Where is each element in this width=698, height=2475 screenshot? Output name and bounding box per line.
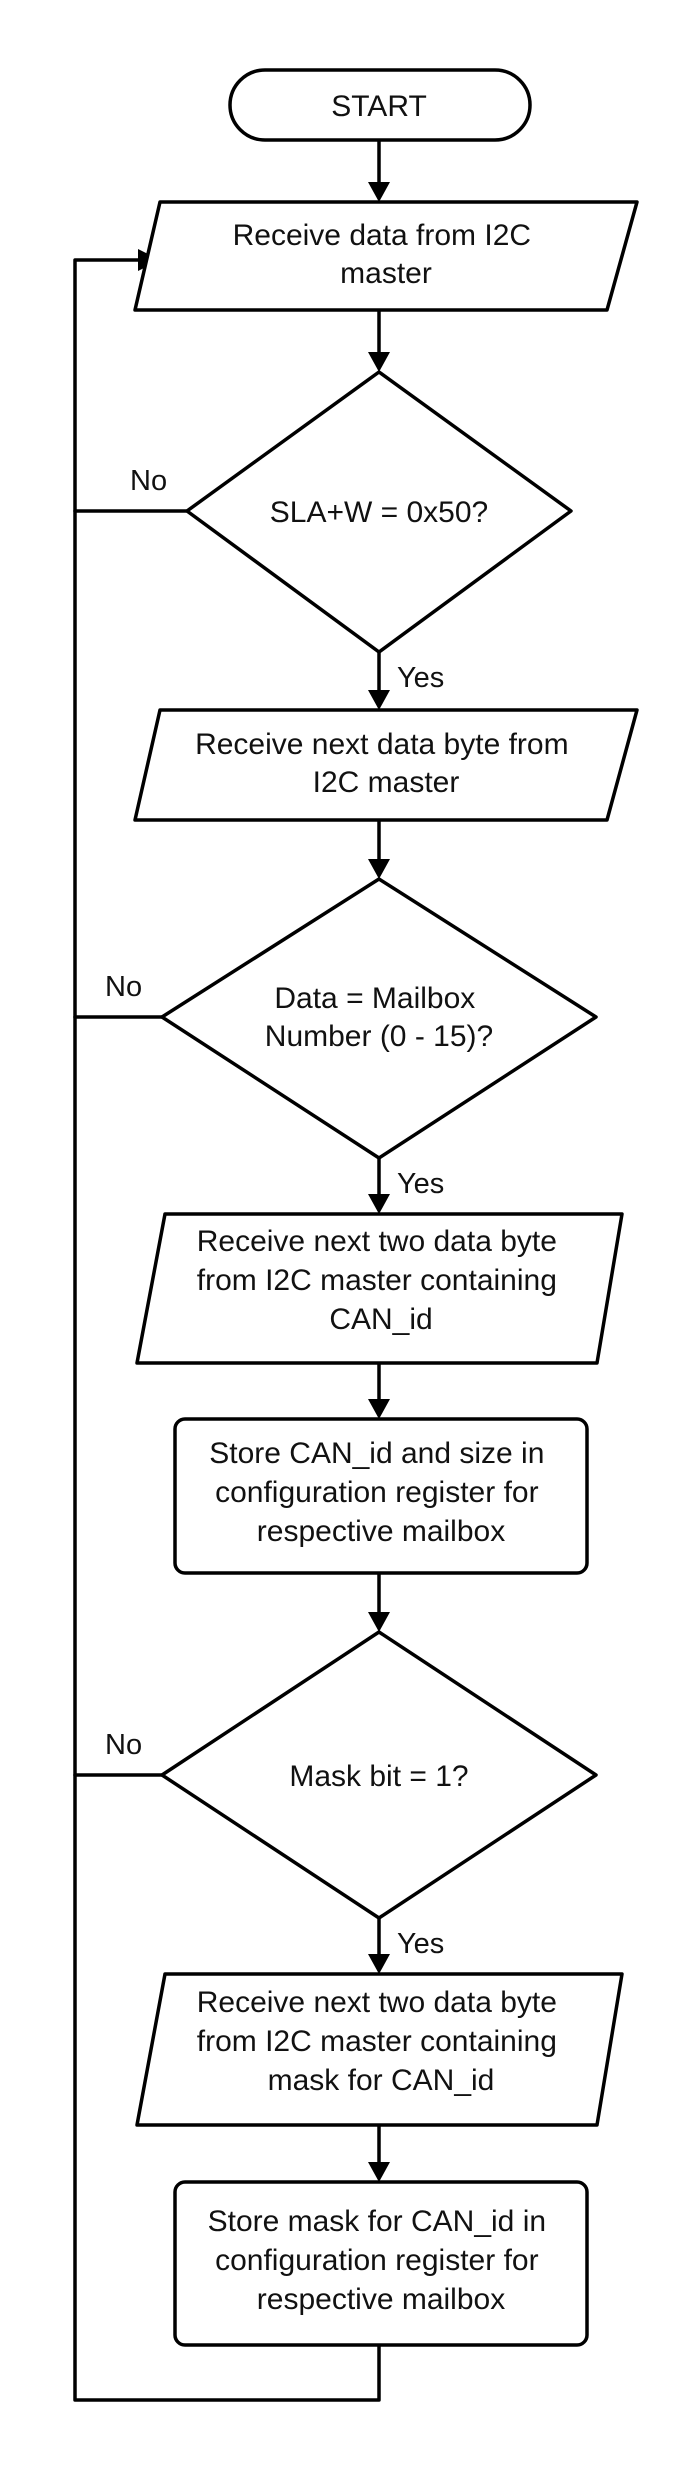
connector-step3-step4 [368, 1361, 390, 1419]
decision-mailbox-number-line-1: Data = Mailbox [274, 982, 475, 1015]
step-receive-next-byte-line-2: I2C master [313, 766, 460, 799]
decision-mailbox-number: Data = Mailbox Number (0 - 15)? [160, 877, 598, 1160]
decision-sla-w-label: SLA+W = 0x50? [270, 496, 488, 529]
yes-label-3: Yes [397, 1928, 444, 1960]
svg-text:Data = Mailbox Number (0: Data = Mailbox Number (0 - 15)? [265, 982, 493, 1053]
connector-step1-decision1 [368, 308, 390, 372]
step-store-mask-line-3: respective mailbox [257, 2283, 505, 2316]
connector-decision2-step3 [368, 1156, 390, 1214]
connector-decision3-step5 [368, 1916, 390, 1974]
decision-sla-w: SLA+W = 0x50? [185, 370, 573, 654]
svg-text:Store mask for CAN_id in: Store mask for CAN_id in configuration r… [208, 2205, 555, 2316]
svg-text:Receive next two data byte: Receive next two data byte from I2C mast… [197, 1986, 566, 2097]
step-receive-next-byte-line-1: Receive next data byte from [195, 728, 569, 761]
step-receive-next-byte: Receive next data byte from I2C master [133, 708, 639, 822]
svg-text:Receive data from I2C ma: Receive data from I2C master [233, 219, 540, 290]
connector-step5-step6 [368, 2123, 390, 2182]
step-receive-mask-line-3: mask for CAN_id [268, 2064, 495, 2097]
start-label: START [331, 90, 427, 123]
step-store-can-id-line-1: Store CAN_id and size in [209, 1437, 544, 1470]
step-store-can-id-line-2: configuration register for [215, 1476, 539, 1509]
decision-mask-bit-label: Mask bit = 1? [289, 1760, 468, 1793]
step-receive-can-id-line-2: from I2C master containing [197, 1264, 557, 1297]
yes-label-2: Yes [397, 1168, 444, 1200]
svg-text:Receive next data byte from: Receive next data byte from I2C master [195, 728, 577, 799]
step-receive-can-id-line-1: Receive next two data byte [197, 1225, 557, 1258]
start-terminator: START [228, 68, 532, 142]
connector-step2-decision2 [368, 818, 390, 879]
step-store-mask-line-1: Store mask for CAN_id in [208, 2205, 546, 2238]
yes-label-1: Yes [397, 662, 444, 694]
decision-mailbox-number-line-2: Number (0 - 15)? [265, 1020, 493, 1053]
step-receive-can-id: Receive next two data byte from I2C mast… [135, 1212, 624, 1365]
connector-start-step1 [368, 138, 390, 202]
decision-mask-bit: Mask bit = 1? [160, 1630, 598, 1920]
step-store-mask: Store mask for CAN_id in configuration r… [173, 2180, 589, 2347]
step-store-can-id: Store CAN_id and size in configuration r… [173, 1417, 589, 1575]
step-store-mask-line-2: configuration register for [215, 2244, 539, 2277]
step-receive-mask: Receive next two data byte from I2C mast… [135, 1972, 624, 2127]
step-receive-mask-line-1: Receive next two data byte [197, 1986, 557, 2019]
connector-step4-decision3 [368, 1571, 390, 1632]
svg-text:Receive next two data byte: Receive next two data byte from I2C mast… [197, 1225, 566, 1336]
connector-decision1-step2 [368, 650, 390, 710]
svg-text:Store CAN_id and size in: Store CAN_id and size in configuration r… [209, 1437, 553, 1548]
no-label-3: No [105, 1729, 142, 1761]
loop-back-line [73, 258, 381, 2402]
step-receive-data: Receive data from I2C master [133, 200, 639, 312]
step-receive-can-id-line-3: CAN_id [329, 1303, 432, 1336]
step-store-can-id-line-3: respective mailbox [257, 1515, 505, 1548]
step-receive-mask-line-2: from I2C master containing [197, 2025, 557, 2058]
step-receive-data-line-1: Receive data from I2C [233, 219, 531, 252]
no-label-2: No [105, 971, 142, 1003]
no-label-1: No [130, 465, 167, 497]
step-receive-data-line-2: master [340, 257, 432, 290]
